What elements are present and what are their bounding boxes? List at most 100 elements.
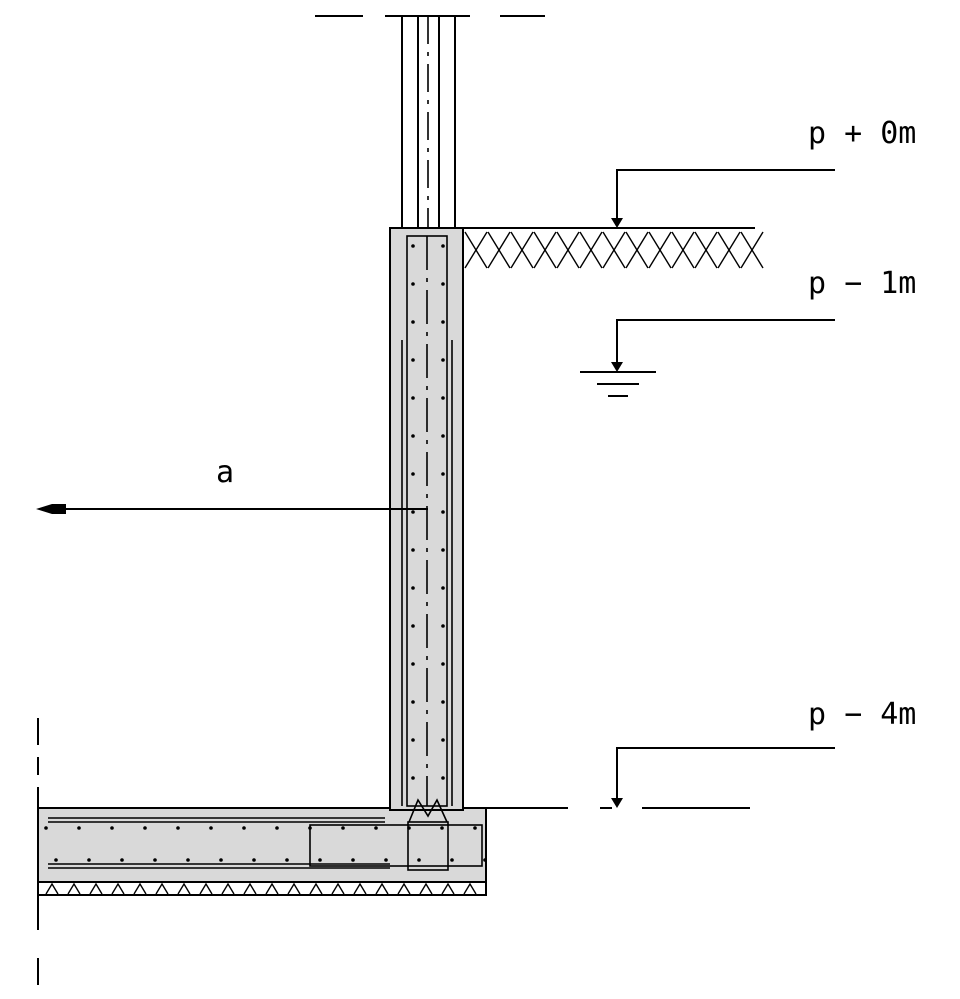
gravel-mark xyxy=(463,882,477,895)
elevation-marker-groundwater: p − 1m xyxy=(580,266,916,397)
rebar-dot xyxy=(411,662,415,666)
gravel-mark xyxy=(155,882,169,895)
rebar-dot xyxy=(77,826,81,830)
soil-hatch-line xyxy=(694,231,718,269)
rebar-dot xyxy=(209,826,213,830)
rebar-dot xyxy=(242,826,246,830)
rebar-dot xyxy=(275,826,279,830)
soil-hatch-line xyxy=(510,231,534,269)
rebar-dot xyxy=(153,858,157,862)
retaining-wall xyxy=(389,227,464,823)
soil-hatch-line xyxy=(625,231,649,269)
rebar-dot xyxy=(411,738,415,742)
gravel-mark xyxy=(353,882,367,895)
level-label-bottom: p − 4m xyxy=(808,697,916,732)
gravel-mark xyxy=(265,882,279,895)
rebar-dot xyxy=(483,858,487,862)
downward-arrow-icon xyxy=(611,362,623,372)
gravel-mark xyxy=(331,882,345,895)
gravel-mark xyxy=(89,882,103,895)
soil-hatch-line xyxy=(602,231,626,269)
rebar-dot xyxy=(441,738,445,742)
rebar-dot xyxy=(110,826,114,830)
rebar-dot xyxy=(120,858,124,862)
rebar-dot xyxy=(411,472,415,476)
rebar-dot xyxy=(411,510,415,514)
rebar-dot xyxy=(176,826,180,830)
rebar-dot xyxy=(441,510,445,514)
section-arrow-a: a xyxy=(36,455,428,514)
rebar-dot xyxy=(44,826,48,830)
rebar-dot xyxy=(441,662,445,666)
rebar-dot xyxy=(308,826,312,830)
level-label-top: p + 0m xyxy=(808,116,916,151)
downward-arrow-icon xyxy=(611,218,623,228)
gravel-mark xyxy=(287,882,301,895)
rebar-dot xyxy=(411,396,415,400)
rebar-dot xyxy=(441,776,445,780)
gravel-mark xyxy=(397,882,411,895)
rebar-dot xyxy=(318,858,322,862)
rebar-dot xyxy=(441,472,445,476)
soil-hatch-line xyxy=(717,231,741,269)
rebar-dot xyxy=(441,586,445,590)
level-label-groundwater: p − 1m xyxy=(808,266,916,301)
rebar-dot xyxy=(441,282,445,286)
rebar-dot xyxy=(384,858,388,862)
gravel-mark xyxy=(133,882,147,895)
gravel-mark xyxy=(45,882,59,895)
rebar-dot xyxy=(219,858,223,862)
rebar-dot xyxy=(407,826,411,830)
soil-hatch-line xyxy=(671,231,695,269)
rebar-dot xyxy=(411,624,415,628)
rebar-dot xyxy=(441,396,445,400)
rebar-dot xyxy=(411,320,415,324)
water-table-icon xyxy=(580,371,656,397)
gravel-mark xyxy=(177,882,191,895)
soil-hatch-line xyxy=(464,231,488,269)
rebar-dot xyxy=(441,624,445,628)
downward-arrow-icon xyxy=(611,798,623,808)
soil-hatch-line xyxy=(579,231,603,269)
rebar-dot xyxy=(450,858,454,862)
soil-hatch-line xyxy=(533,231,557,269)
rebar-dot xyxy=(440,826,444,830)
gravel-mark xyxy=(375,882,389,895)
rebar-dot xyxy=(473,826,477,830)
rebar-dot xyxy=(411,548,415,552)
gravel-mark xyxy=(309,882,323,895)
rebar-dot xyxy=(186,858,190,862)
rebar-dot xyxy=(441,434,445,438)
foundation-slab xyxy=(37,807,487,883)
rebar-dot xyxy=(54,858,58,862)
rebar-dot xyxy=(411,586,415,590)
elevation-marker-top: p + 0m xyxy=(611,116,916,228)
rebar-dot xyxy=(411,358,415,362)
rebar-dot xyxy=(441,244,445,248)
rebar-dot xyxy=(441,700,445,704)
soil-hatch-line xyxy=(487,231,511,269)
soil-hatch-line xyxy=(648,231,672,269)
rebar-dot xyxy=(411,244,415,248)
rebar-dot xyxy=(441,320,445,324)
gravel-mark xyxy=(243,882,257,895)
rebar-dot xyxy=(411,700,415,704)
gravel-bed xyxy=(37,881,487,896)
rebar-dot xyxy=(341,826,345,830)
rebar-dot xyxy=(411,776,415,780)
gravel-mark xyxy=(419,882,433,895)
rebar-dot xyxy=(441,548,445,552)
rebar-dot xyxy=(411,434,415,438)
gravel-mark xyxy=(111,882,125,895)
rebar-dot xyxy=(252,858,256,862)
rebar-dot xyxy=(411,282,415,286)
gravel-mark xyxy=(441,882,455,895)
elevation-marker-bottom: p − 4m xyxy=(611,697,916,808)
rebar-dot xyxy=(87,858,91,862)
left-arrow-icon xyxy=(36,504,66,514)
gravel-mark xyxy=(199,882,213,895)
rebar-dot xyxy=(351,858,355,862)
upper-column xyxy=(401,16,456,228)
gravel-mark xyxy=(221,882,235,895)
